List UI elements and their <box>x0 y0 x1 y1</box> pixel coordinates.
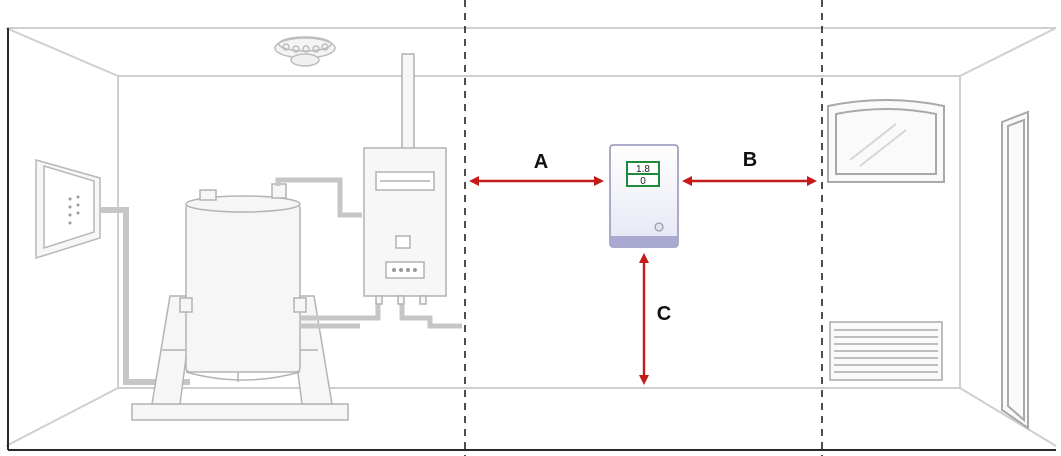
gas-detector: 1.8 0 <box>609 144 679 248</box>
boiler-unit-icon <box>363 53 447 305</box>
label-c: C <box>657 303 671 325</box>
ceiling-edge-left <box>5 27 119 77</box>
window-icon <box>827 99 945 183</box>
zone-dividers <box>464 0 823 456</box>
ceiling-edge-right <box>959 27 1057 77</box>
back-wall <box>117 75 961 389</box>
distance-arrows <box>469 176 817 385</box>
detector-reading-top: 1.8 <box>636 164 650 175</box>
storage-tank-icon <box>131 183 349 421</box>
label-a: A <box>534 151 548 173</box>
detector-button-icon <box>654 222 664 232</box>
smoke-detector-icon <box>274 36 336 67</box>
detector-reading-bottom: 0 <box>640 176 646 187</box>
label-b: B <box>743 149 757 171</box>
room-frame <box>7 28 1056 451</box>
floor-edge-left <box>5 387 119 447</box>
control-panel-icon <box>35 159 101 260</box>
floor-edge-right <box>959 387 1057 447</box>
vent-grille-icon <box>829 321 943 381</box>
door-icon <box>1001 110 1029 430</box>
